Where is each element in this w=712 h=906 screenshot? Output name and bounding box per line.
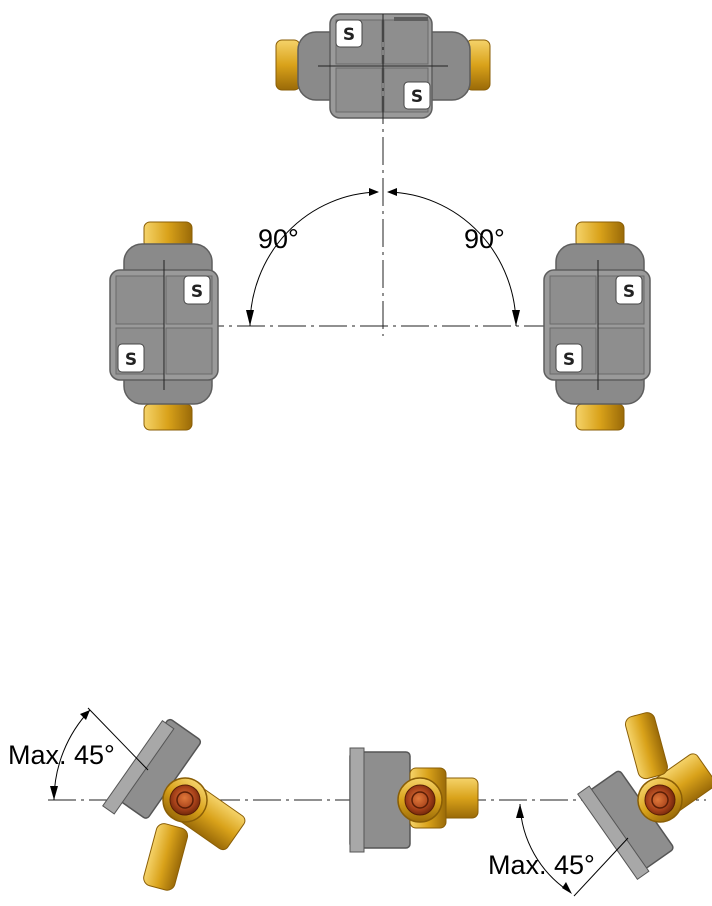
meter-side-tilted-left (102, 718, 246, 891)
s-badge: S (615, 275, 643, 305)
angle-label-left: 90° (258, 224, 299, 254)
meter-top-horizontal: S S (275, 13, 491, 119)
s-badge: S (117, 343, 145, 373)
tilt-angle-left (50, 707, 149, 801)
s-badge: S (403, 81, 431, 110)
angle-arc-right (387, 188, 520, 327)
angle-label-right: 90° (464, 224, 505, 254)
s-badge: S (335, 19, 363, 48)
meter-left-vertical: S S (109, 221, 219, 431)
svg-text:S: S (411, 87, 423, 107)
angle-arc-left (246, 188, 379, 327)
meter-side-center (349, 747, 479, 853)
s-badge: S (555, 343, 583, 373)
tilt-angle-right (516, 803, 629, 897)
svg-text:S: S (343, 25, 355, 45)
svg-text:S: S (623, 282, 635, 302)
tilt-label-right: Max. 45° (488, 850, 595, 880)
s-badge: S (183, 275, 211, 305)
meter-right-vertical: S S (543, 221, 651, 431)
svg-text:S: S (191, 282, 203, 302)
meter-side-tilted-right (577, 712, 712, 881)
tilt-label-left: Max. 45° (8, 740, 115, 770)
svg-text:S: S (125, 350, 137, 370)
svg-text:S: S (563, 350, 575, 370)
